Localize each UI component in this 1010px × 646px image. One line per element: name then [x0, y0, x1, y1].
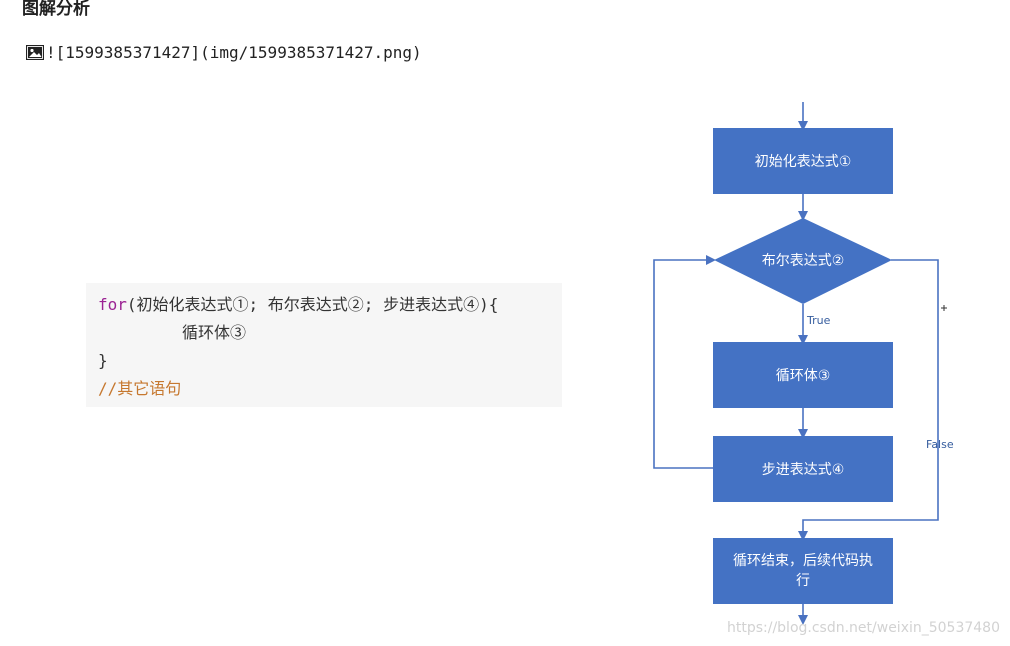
edge-label-true: True — [806, 314, 831, 327]
code-line-body: 循环体③ — [98, 319, 562, 347]
node-step-label: 步进表达式④ — [762, 462, 845, 478]
image-fallback: ![1599385371427](img/1599385371427.png) — [26, 40, 422, 64]
code-line-comment: //其它语句 — [98, 379, 182, 398]
code-line-close: } — [98, 351, 108, 370]
arrow-step-loop-back — [653, 255, 716, 469]
code-loop-body: 循环体③ — [182, 323, 247, 342]
node-body-label: 循环体③ — [776, 368, 831, 384]
watermark: https://blog.csdn.net/weixin_50537480 — [726, 620, 1000, 636]
node-body — [713, 342, 893, 408]
node-end-label-line1: 循环结束，后续代码执 — [733, 552, 873, 569]
section-heading: 图解分析 — [22, 0, 90, 19]
code-keyword-for: for — [98, 295, 127, 314]
node-end-label-line2: 行 — [796, 573, 810, 589]
for-loop-flowchart: 初始化表达式① 布尔表达式② True 循环体③ 步进表达式④ False 循环… — [653, 102, 954, 624]
code-line-for: for(初始化表达式①; 布尔表达式②; 步进表达式④){ — [98, 291, 562, 319]
node-step — [713, 436, 893, 502]
stray-marker-icon — [941, 305, 947, 311]
node-init — [713, 128, 893, 194]
image-fallback-markdown: ![1599385371427](img/1599385371427.png) — [46, 42, 422, 62]
arrow-condition-false-to-end — [798, 259, 939, 541]
node-condition — [714, 218, 892, 304]
node-init-label: 初始化表达式① — [755, 153, 852, 170]
node-end — [713, 538, 893, 604]
node-condition-label: 布尔表达式② — [762, 253, 845, 269]
code-for-header: (初始化表达式①; 布尔表达式②; 步进表达式④){ — [126, 295, 499, 314]
code-block: for(初始化表达式①; 布尔表达式②; 步进表达式④){ 循环体③} //其它语句 — [86, 283, 562, 407]
edge-label-false: False — [926, 438, 954, 451]
broken-image-icon — [26, 44, 44, 60]
